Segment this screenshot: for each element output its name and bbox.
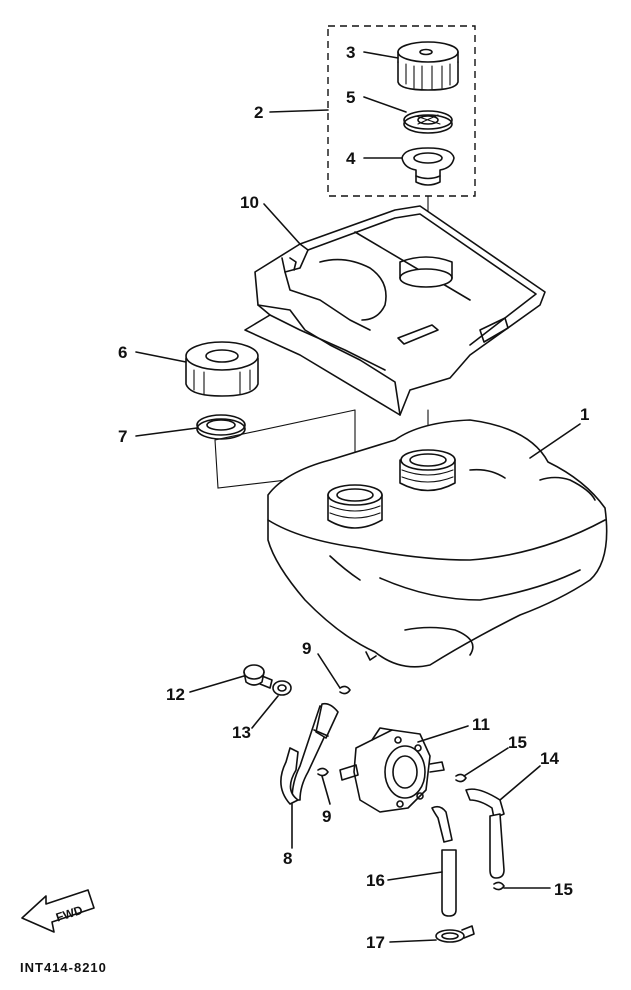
callout-3: 3 xyxy=(346,43,355,62)
callout-6: 6 xyxy=(118,343,127,362)
callout-15-lower: 15 xyxy=(554,880,573,899)
drain-hose-part xyxy=(431,805,457,917)
cap-gasket-part xyxy=(403,110,453,134)
callout-9-upper: 9 xyxy=(302,639,311,658)
callout-15-upper: 15 xyxy=(508,733,527,752)
callout-17: 17 xyxy=(366,933,385,952)
figure-code: INT414-8210 xyxy=(20,960,107,975)
callout-4: 4 xyxy=(346,149,356,168)
cap-seat-part xyxy=(401,147,455,186)
callout-2: 2 xyxy=(254,103,263,122)
pump-clip-part xyxy=(455,773,467,783)
callout-1: 1 xyxy=(580,405,589,424)
callout-13: 13 xyxy=(232,723,251,742)
fuel-tank-part xyxy=(267,419,608,668)
hose-clip-upper-part xyxy=(339,685,351,695)
callout-9-lower: 9 xyxy=(322,807,331,826)
callout-14: 14 xyxy=(540,749,559,768)
washer-part xyxy=(272,680,292,696)
lower-clip-part xyxy=(493,881,505,891)
callout-12: 12 xyxy=(166,685,185,704)
oil-cap-ring-part xyxy=(196,414,246,440)
callout-labels: 3 5 4 2 10 6 7 1 12 13 9 9 8 11 15 14 16… xyxy=(118,43,589,952)
callout-5: 5 xyxy=(346,88,355,107)
fuel-pump-part xyxy=(339,727,445,813)
fuel-hose-part xyxy=(280,702,339,805)
callout-7: 7 xyxy=(118,427,127,446)
fwd-arrow-icon: FWD xyxy=(21,889,95,933)
hose-clamp-part xyxy=(435,925,475,943)
callout-16: 16 xyxy=(366,871,385,890)
cap-assembly-group-box xyxy=(327,25,476,197)
callout-10: 10 xyxy=(240,193,259,212)
bolt-part xyxy=(243,664,273,689)
leader-lines xyxy=(135,51,581,943)
fuel-cap-part xyxy=(397,41,459,91)
callout-11: 11 xyxy=(472,715,490,734)
oil-cap-part xyxy=(185,341,259,397)
tank-cover-part xyxy=(244,205,546,416)
vent-hose-part xyxy=(465,788,505,879)
hose-clip-lower-part xyxy=(317,767,329,777)
callout-8: 8 xyxy=(283,849,292,868)
